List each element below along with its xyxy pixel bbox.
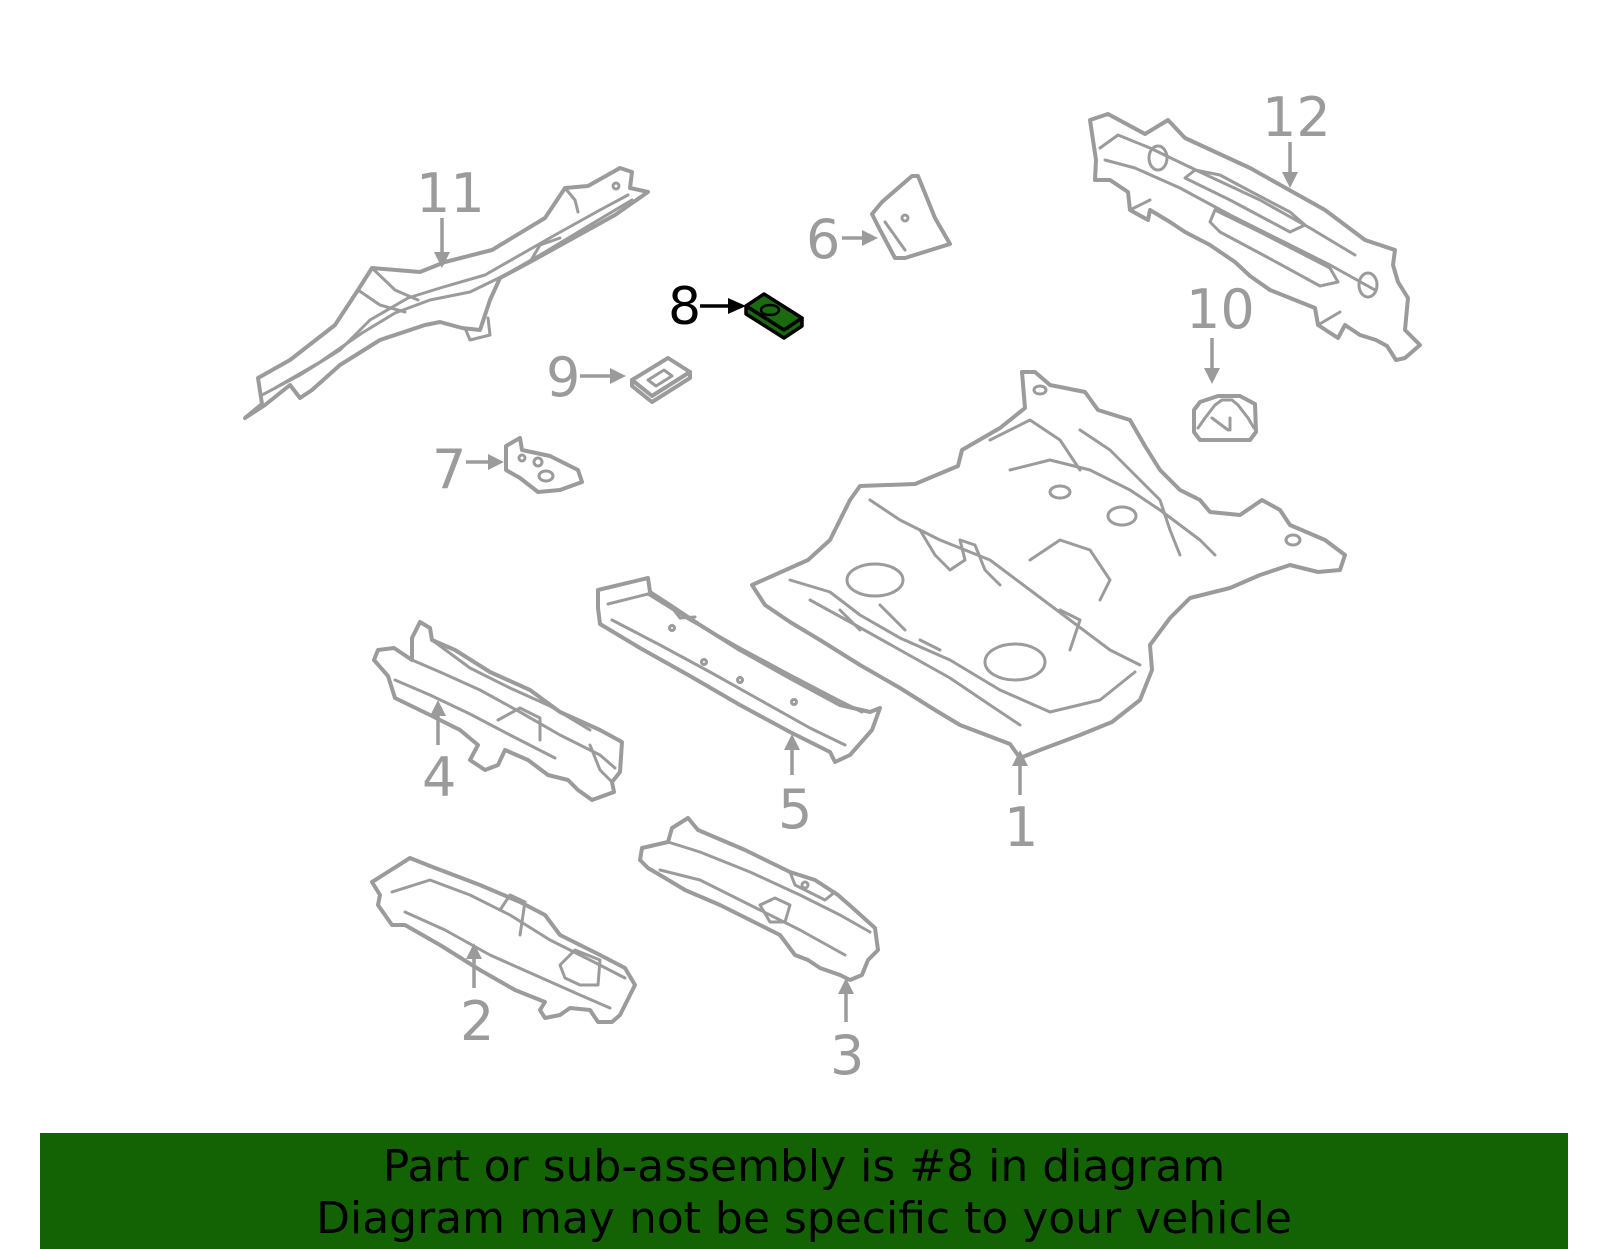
info-banner: Part or sub-assembly is #8 in diagram Di…: [40, 1133, 1568, 1249]
part-7[interactable]: [504, 436, 584, 494]
part-8[interactable]: [744, 292, 804, 340]
part-5[interactable]: [596, 576, 882, 764]
part-11[interactable]: [243, 166, 650, 420]
callout-10: 10: [1186, 278, 1255, 341]
callout-1: 1: [1004, 796, 1038, 859]
callout-5: 5: [778, 778, 812, 841]
part-1[interactable]: [750, 370, 1347, 760]
part-10[interactable]: [1192, 394, 1258, 442]
part-3[interactable]: [638, 816, 880, 982]
callout-9: 9: [546, 346, 580, 409]
banner-line-1: Part or sub-assembly is #8 in diagram: [382, 1141, 1226, 1192]
leaders: [430, 142, 1298, 1022]
callout-labels: 11 12 6 8 9 7 10 1 5 4 2 3: [416, 86, 1331, 1087]
part-9[interactable]: [630, 356, 692, 404]
part-12[interactable]: [1088, 112, 1422, 362]
part-2[interactable]: [370, 856, 637, 1024]
callout-12: 12: [1262, 86, 1331, 149]
callout-3: 3: [830, 1024, 864, 1087]
part-6[interactable]: [870, 174, 952, 260]
part-4[interactable]: [372, 620, 624, 802]
callout-7: 7: [432, 438, 466, 501]
banner-line-2: Diagram may not be specific to your vehi…: [316, 1193, 1292, 1244]
callout-8[interactable]: 8: [668, 277, 701, 337]
callout-2: 2: [460, 990, 494, 1053]
callout-6: 6: [806, 208, 840, 271]
callout-11: 11: [416, 162, 485, 225]
callout-4: 4: [422, 746, 456, 809]
